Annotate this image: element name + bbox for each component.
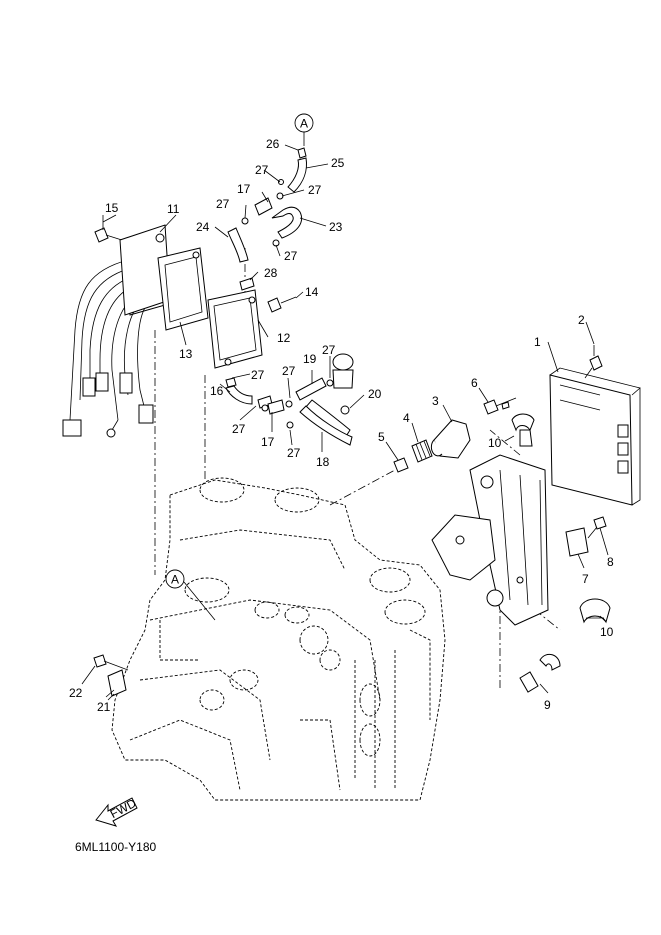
callout-19: 19: [303, 352, 317, 366]
callout-27-i: 27: [287, 446, 301, 460]
fwd-arrow-icon: FWD: [95, 796, 139, 827]
marker-a-top: A: [294, 113, 314, 146]
part-5-collar: [393, 457, 409, 473]
callout-20: 20: [368, 387, 382, 401]
callout-23: 23: [329, 220, 343, 234]
callout-16: 16: [210, 384, 224, 398]
callout-10-lower: 10: [600, 625, 614, 639]
callout-27-h: 27: [232, 422, 246, 436]
part-13-gasket: [157, 247, 209, 331]
leader-lines: [81, 144, 609, 698]
part-1-ecu: [549, 367, 641, 506]
engine-block: [111, 477, 446, 801]
callout-27-b: 27: [308, 183, 322, 197]
callout-27-d: 27: [284, 249, 298, 263]
callout-27-c: 27: [216, 197, 230, 211]
part-8-bolt: [587, 516, 607, 539]
callout-27-a: 27: [255, 163, 269, 177]
callout-22: 22: [69, 686, 83, 700]
callout-18: 18: [316, 455, 330, 469]
lower-hose-group: [225, 353, 354, 446]
callout-27-g: 27: [322, 343, 336, 357]
part-14-bolt: [267, 296, 297, 313]
callout-26: 26: [266, 137, 280, 151]
callout-5: 5: [378, 430, 385, 444]
part-2-bolt: [584, 345, 603, 379]
part-6-bolt: [483, 397, 517, 415]
callout-15: 15: [105, 201, 119, 215]
diagram-code: 6ML1100-Y180: [75, 840, 156, 854]
callout-1: 1: [534, 335, 541, 349]
callout-27-f: 27: [282, 364, 296, 378]
marker-a-engine-label: A: [171, 573, 179, 587]
fwd-label: FWD: [108, 796, 139, 821]
part-10-clip-upper: [511, 413, 535, 447]
callout-11: 11: [167, 202, 180, 216]
part-22-bolt: [93, 654, 129, 671]
callout-12: 12: [277, 331, 291, 345]
part-12-cover: [207, 289, 263, 369]
part-9-clamp: [519, 653, 561, 693]
callout-3: 3: [432, 394, 439, 408]
callout-6: 6: [471, 376, 478, 390]
part-3-sensor: [430, 419, 471, 459]
part-10-clip-lower: [579, 598, 611, 624]
callout-7: 7: [582, 572, 589, 586]
marker-a-top-label: A: [300, 117, 308, 131]
upper-hose-group: [227, 147, 307, 291]
callout-labels: 1 2 3 4 5 6 7 8 9 10 10 11 12 13 14 15 1…: [69, 137, 614, 714]
callout-28: 28: [264, 266, 278, 280]
part-7-clip: [565, 527, 589, 557]
callout-17-lower: 17: [261, 435, 275, 449]
callout-17-upper: 17: [237, 182, 251, 196]
callout-25: 25: [331, 156, 345, 170]
callout-4: 4: [403, 411, 410, 425]
marker-a-engine: A: [165, 569, 216, 621]
callout-8: 8: [607, 555, 614, 569]
callout-21: 21: [97, 700, 111, 714]
callout-2: 2: [578, 313, 585, 327]
callout-13: 13: [179, 347, 193, 361]
callout-10-upper: 10: [488, 436, 502, 450]
callout-14: 14: [305, 285, 319, 299]
callout-9: 9: [544, 698, 551, 712]
part-15-bolt: [94, 215, 126, 243]
part-4-spring-grommet: [411, 439, 433, 463]
callout-27-e: 27: [251, 368, 265, 382]
callout-24: 24: [196, 220, 210, 234]
part-21-clamp: [107, 669, 127, 701]
mounting-bracket: [431, 454, 549, 626]
